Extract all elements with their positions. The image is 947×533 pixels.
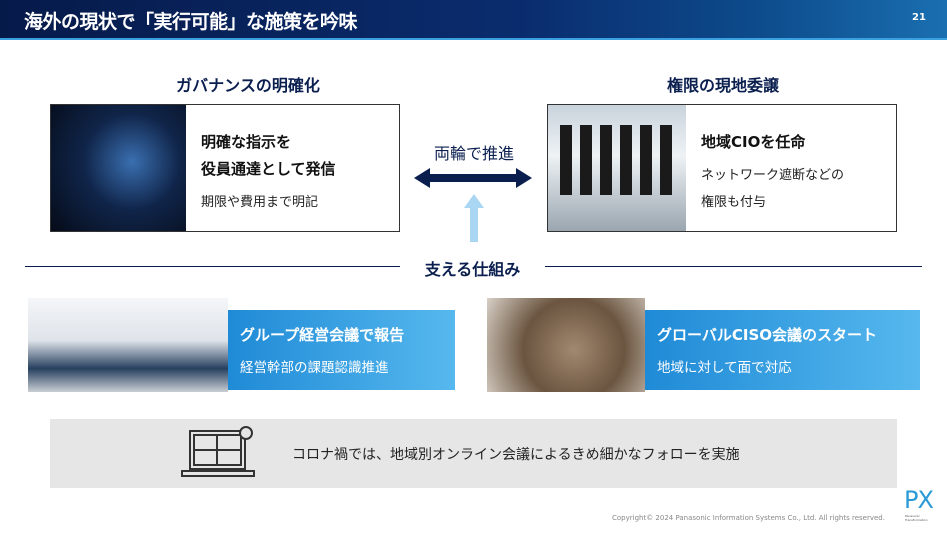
left-heading: ガバナンスの明確化 bbox=[176, 76, 320, 95]
px-logo: PX bbox=[904, 486, 934, 514]
box1-sub: 経営幹部の課題認識推進 bbox=[240, 360, 389, 376]
divider-right bbox=[545, 266, 922, 267]
left-line2: 役員通達として発信 bbox=[201, 160, 336, 178]
right-line3: 権限も付与 bbox=[701, 195, 767, 210]
people-image bbox=[548, 105, 686, 231]
online-meeting-icon bbox=[181, 426, 255, 477]
box2-sub: 地域に対して面で対応 bbox=[657, 360, 792, 376]
box-ciso-meeting: グローバルCISO会議のスタート 地域に対して面で対応 bbox=[645, 310, 920, 390]
box-group-meeting: グループ経営会議で報告 経営幹部の課題認識推進 bbox=[228, 310, 455, 390]
note-box: コロナ禍では、地域別オンライン会議によるきめ細かなフォローを実施 bbox=[50, 419, 897, 488]
right-line1: 地域CIOを任命 bbox=[701, 133, 806, 151]
right-heading: 権限の現地委譲 bbox=[666, 76, 779, 95]
left-line1: 明確な指示を bbox=[201, 133, 292, 151]
slide-title: 海外の現状で「実行可能」な施策を吟味 bbox=[24, 11, 358, 33]
box2-title: グローバルCISO会議のスタート bbox=[657, 326, 877, 344]
copyright: Copyright© 2024 Panasonic Information Sy… bbox=[612, 514, 885, 522]
right-card: 地域CIOを任命 ネットワーク遮断などの 権限も付与 bbox=[547, 104, 897, 232]
left-line3: 期限や費用まで明記 bbox=[201, 195, 319, 210]
left-card: 明確な指示を 役員通達として発信 期限や費用まで明記 bbox=[50, 104, 400, 232]
header-bar bbox=[0, 0, 947, 40]
center-label: 両輪で推進 bbox=[433, 144, 514, 163]
divider-left bbox=[25, 266, 400, 267]
note-text: コロナ禍では、地域別オンライン会議によるきめ細かなフォローを実施 bbox=[292, 447, 740, 463]
meeting-image bbox=[28, 298, 228, 392]
page-number: 21 bbox=[912, 12, 926, 23]
px-logo-sub: Panasonic Transformation bbox=[905, 514, 928, 522]
arrows-icon bbox=[414, 168, 532, 242]
ciso-meeting-image bbox=[487, 298, 645, 392]
right-line2: ネットワーク遮断などの bbox=[701, 168, 845, 183]
email-image bbox=[51, 105, 186, 231]
support-label: 支える仕組み bbox=[424, 260, 521, 279]
box1-title: グループ経営会議で報告 bbox=[240, 326, 405, 344]
